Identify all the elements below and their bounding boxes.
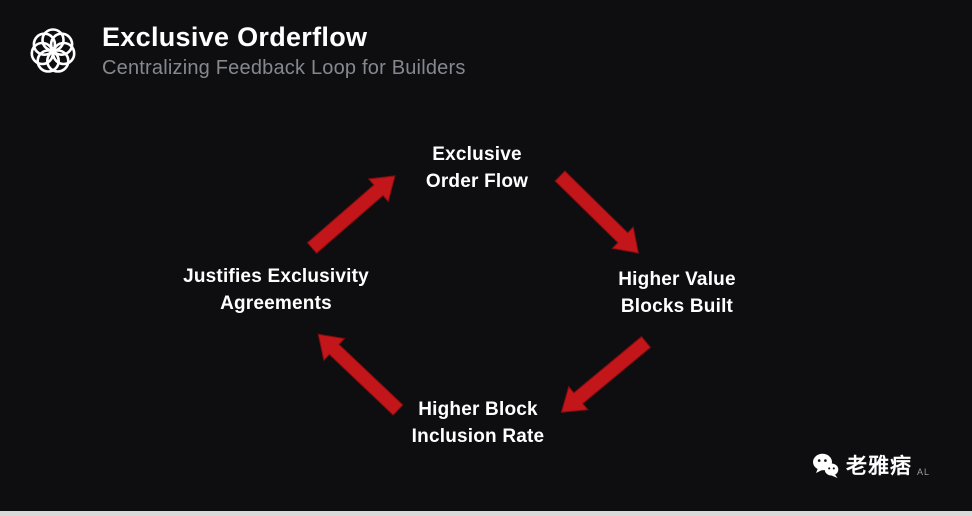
node-higher-value-blocks-built: Higher Value Blocks Built	[618, 266, 736, 320]
node-label-line: Inclusion Rate	[411, 426, 545, 447]
node-exclusive-order-flow: Exclusive Order Flow	[426, 141, 528, 195]
watermark-suffix: AL	[916, 467, 930, 477]
node-higher-block-inclusion-rate: Higher Block Inclusion Rate	[412, 396, 545, 450]
page-title: Exclusive Orderflow	[102, 22, 368, 52]
node-label-line: Justifies Exclusivity	[183, 266, 369, 287]
node-label-line: Higher Value	[618, 269, 736, 290]
node-label-line: Agreements	[220, 293, 332, 314]
page-subtitle: Centralizing Feedback Loop for Builders	[102, 57, 466, 79]
node-label-line: Order Flow	[425, 171, 529, 192]
watermark: 老雅痞 AL	[812, 450, 930, 480]
arrow-left-to-top	[306, 175, 396, 254]
arrow-bottom-to-left	[317, 333, 404, 416]
arrow-top-to-right	[554, 170, 640, 254]
knot-logo-icon	[30, 28, 76, 73]
node-justifies-exclusivity-agreements: Justifies Exclusivity Agreements	[183, 263, 369, 317]
wechat-icon	[812, 453, 839, 478]
header: Exclusive Orderflow Centralizing Feedbac…	[22, 20, 466, 82]
bottom-bar	[0, 511, 972, 516]
arrow-right-to-bottom	[560, 335, 652, 413]
node-label-line: Higher Block	[418, 399, 538, 420]
node-label-line: Exclusive	[432, 144, 522, 165]
watermark-text: 老雅痞	[845, 455, 912, 478]
title-block: Exclusive Orderflow Centralizing Feedbac…	[102, 22, 466, 80]
node-label-line: Blocks Built	[620, 296, 734, 317]
